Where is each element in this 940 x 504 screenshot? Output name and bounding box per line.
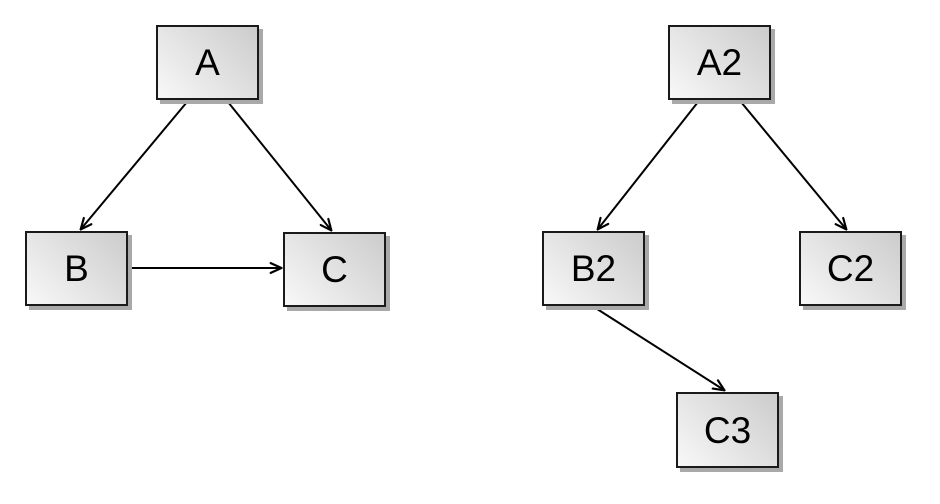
edge-A2-to-C2 [740,101,846,229]
edge-B2-to-C3 [593,306,724,390]
node-label-B2: B2 [570,248,617,289]
node-C3: C3 [676,392,779,468]
edge-A-to-C [227,101,331,230]
edge-A2-to-B2 [598,101,699,229]
node-label-C2: C2 [826,248,875,289]
node-label-B: B [64,248,89,289]
node-label-A: A [195,42,220,83]
node-A: A [156,25,259,100]
node-B: B [25,231,128,306]
edge-A-to-B [81,101,188,229]
node-label-C3: C3 [703,409,752,451]
node-A2: A2 [668,25,771,100]
node-label-A2: A2 [696,42,743,83]
node-C2: C2 [799,231,902,306]
node-B2: B2 [542,231,645,306]
node-label-C: C [321,249,348,290]
node-C: C [283,232,386,307]
